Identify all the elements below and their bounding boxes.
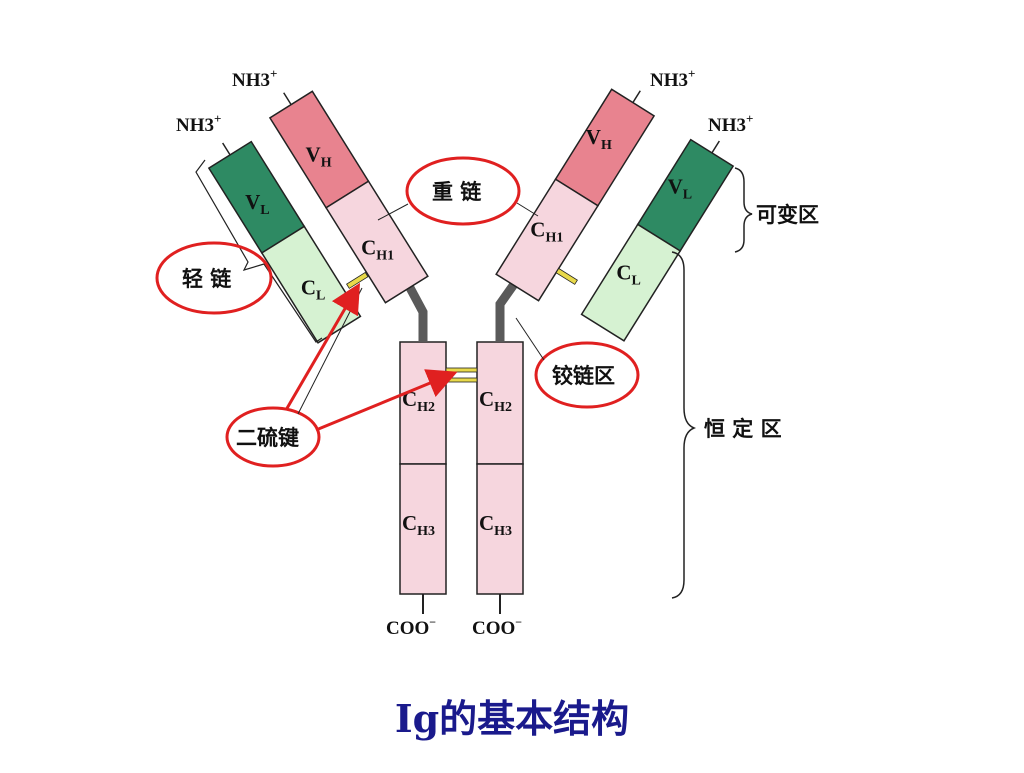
constant-region-label: 恒 定 区 xyxy=(704,417,782,441)
coo-left-label: COO− xyxy=(386,615,436,639)
heavy-chain-label: 重 链 xyxy=(432,180,482,204)
heavy-chain-circle xyxy=(405,156,521,226)
light-chain-bracket xyxy=(195,159,323,343)
vl-right-label: VL xyxy=(668,175,693,203)
nh3-left-light-label: NH3+ xyxy=(176,111,221,136)
constant-region-brace xyxy=(671,251,697,599)
disulfide-bond-label: 二硫键 xyxy=(236,426,299,450)
fc-left: CH2 CH3 COO− xyxy=(386,341,447,639)
cl-left-label: CL xyxy=(301,276,326,304)
left-heavy-chain-fab: VH CH1 xyxy=(268,90,429,304)
vl-left-label: VL xyxy=(245,190,270,218)
ch1-left-label: CH1 xyxy=(361,235,394,263)
coo-right-label: COO− xyxy=(472,615,522,639)
light-chain-circle xyxy=(155,241,273,315)
disulfide-arrow-to-hinge xyxy=(315,369,458,432)
right-light-heavy-disulfide xyxy=(555,267,578,285)
disulfide-arrow-to-light-chain xyxy=(284,282,361,411)
right-heavy-chain-fab: VH CH1 xyxy=(495,88,656,302)
ch3-left-box xyxy=(399,463,447,595)
hinge-right xyxy=(495,277,521,342)
ch2-left-box xyxy=(399,341,447,465)
heavy-chain-leader-left xyxy=(377,203,409,221)
nh3-right-heavy-label: NH3+ xyxy=(650,66,695,91)
hinge-region-label: 铰链区 xyxy=(552,364,615,388)
ch2-right-label: CH2 xyxy=(479,387,512,415)
hinge-region-circle xyxy=(534,341,640,409)
cl-right-box xyxy=(580,223,682,342)
fc-right: CH2 CH3 COO− xyxy=(472,341,524,639)
variable-region-brace xyxy=(734,167,753,253)
left-light-heavy-disulfide xyxy=(346,271,369,289)
vh-right-label: VH xyxy=(586,125,612,153)
vh-left-label: VH xyxy=(306,143,332,171)
nh3-right-light-label: NH3+ xyxy=(708,111,753,136)
hinge-region-leader xyxy=(515,317,545,361)
disulfide-bond-circle xyxy=(225,406,321,468)
right-light-chain: VL CL xyxy=(580,138,735,342)
ch1-right-label: CH1 xyxy=(530,218,563,246)
ch1-left-box xyxy=(325,180,429,304)
light-chain-label: 轻 链 xyxy=(182,267,232,291)
variable-region-label: 可变区 xyxy=(756,203,819,227)
page-title: Ig的基本结构 xyxy=(395,696,629,741)
hinge-left xyxy=(404,281,428,342)
ch1-right-box xyxy=(495,178,599,302)
ch3-left-label: CH3 xyxy=(402,511,435,539)
nh3-left-heavy-label: NH3+ xyxy=(232,66,277,91)
heavy-chain-leader-right xyxy=(516,202,539,217)
ch3-right-label: CH3 xyxy=(479,511,512,539)
cl-right-label: CL xyxy=(616,260,641,288)
